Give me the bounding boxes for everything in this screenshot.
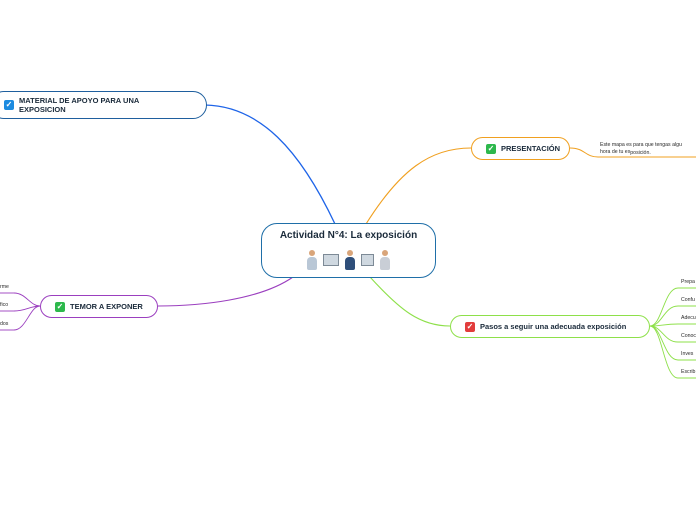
link-pasos-child-6	[649, 325, 679, 379]
checkbox-icon[interactable]: ✓	[486, 143, 496, 154]
person-icon	[305, 248, 319, 272]
link-pasos	[369, 276, 451, 327]
link-presentacion	[365, 147, 472, 225]
person-icon	[378, 248, 392, 272]
topic-label: Pasos a seguir una adecuada exposición	[480, 322, 627, 331]
pasos-subtopic[interactable]: Adecu	[681, 315, 696, 321]
pasos-subtopic[interactable]: Confu	[681, 297, 695, 303]
presenter-icon	[343, 248, 357, 272]
monitor-icon	[323, 254, 339, 266]
topic-label: TEMOR A EXPONER	[70, 302, 143, 311]
link-pasos-child-2	[649, 305, 679, 327]
link-temor	[157, 276, 294, 307]
link-temor-child-2	[13, 305, 41, 312]
central-topic-illustration	[305, 246, 392, 272]
pasos-subtopic[interactable]: Conoc	[681, 333, 696, 339]
topic-pasos-a-seguir[interactable]: ✓ Pasos a seguir una adecuada exposición	[450, 315, 650, 338]
topic-material-de-apoyo[interactable]: ✓ MATERIAL DE APOYO PARA UNA EXPOSICION	[0, 91, 207, 119]
link-temor-child-1	[13, 292, 41, 307]
note-line: Este mapa es para que tengas algu	[600, 142, 682, 148]
note-line: hora de tu exposición.	[600, 148, 651, 156]
pasos-subtopic[interactable]: Prepa	[681, 279, 695, 285]
temor-subtopic[interactable]: rme	[0, 284, 9, 290]
monitor-icon	[361, 254, 374, 266]
pasos-subtopic[interactable]: Escrib	[681, 369, 696, 375]
temor-subtopic[interactable]: dos	[0, 321, 9, 327]
topic-presentacion[interactable]: ✓ PRESENTACIÓN	[471, 137, 570, 160]
central-topic-title: Actividad N°4: La exposición	[279, 230, 418, 241]
central-topic[interactable]: Actividad N°4: La exposición	[261, 223, 436, 278]
temor-subtopic[interactable]: fico	[0, 302, 9, 308]
checkbox-icon[interactable]: ✓	[55, 301, 65, 312]
link-temor-child-3	[13, 305, 41, 331]
topic-temor-a-exponer[interactable]: ✓ TEMOR A EXPONER	[40, 295, 158, 318]
link-material	[204, 104, 336, 225]
link-presentacion-note	[569, 147, 599, 158]
checkbox-icon[interactable]: ✓	[465, 321, 475, 332]
presentacion-note[interactable]: Este mapa es para que tengas algu hora d…	[600, 142, 682, 156]
pasos-subtopic[interactable]: Inves	[681, 351, 694, 357]
topic-label: MATERIAL DE APOYO PARA UNA EXPOSICION	[19, 96, 140, 114]
checkbox-icon[interactable]: ✓	[4, 100, 14, 110]
link-pasos-child-1	[649, 287, 679, 327]
topic-label: PRESENTACIÓN	[501, 144, 561, 153]
